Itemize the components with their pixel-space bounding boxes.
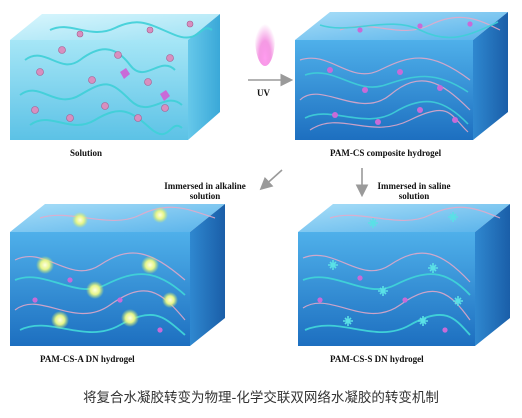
uv-light xyxy=(255,10,275,66)
alkaline-dn-block xyxy=(10,204,225,346)
alkaline-dn-label: PAM-CS-A DN hydrogel xyxy=(40,354,135,364)
saline-dn-label: PAM-CS-S DN hydrogel xyxy=(330,354,424,364)
saline-dn-block xyxy=(298,204,510,346)
figure-caption: 将复合水凝胶转变为物理-化学交联双网络水凝胶的转变机制 xyxy=(83,390,439,406)
solution-label: Solution xyxy=(70,148,103,158)
saline-step-line1: Immersed in saline xyxy=(377,181,451,191)
composite-block xyxy=(295,12,508,140)
saline-step-label: Immersed in saline solution xyxy=(364,181,464,201)
alkaline-arrow xyxy=(259,169,283,191)
solution-block xyxy=(10,14,220,140)
alkaline-step-line1: Immersed in alkaline xyxy=(164,181,246,191)
saline-step-line2: solution xyxy=(398,191,430,201)
alkaline-step-line2: solution xyxy=(189,191,221,201)
uv-label: UV xyxy=(257,88,270,98)
composite-label: PAM-CS composite hydrogel xyxy=(330,148,442,158)
alkaline-step-label: Immersed in alkaline solution xyxy=(150,181,260,201)
